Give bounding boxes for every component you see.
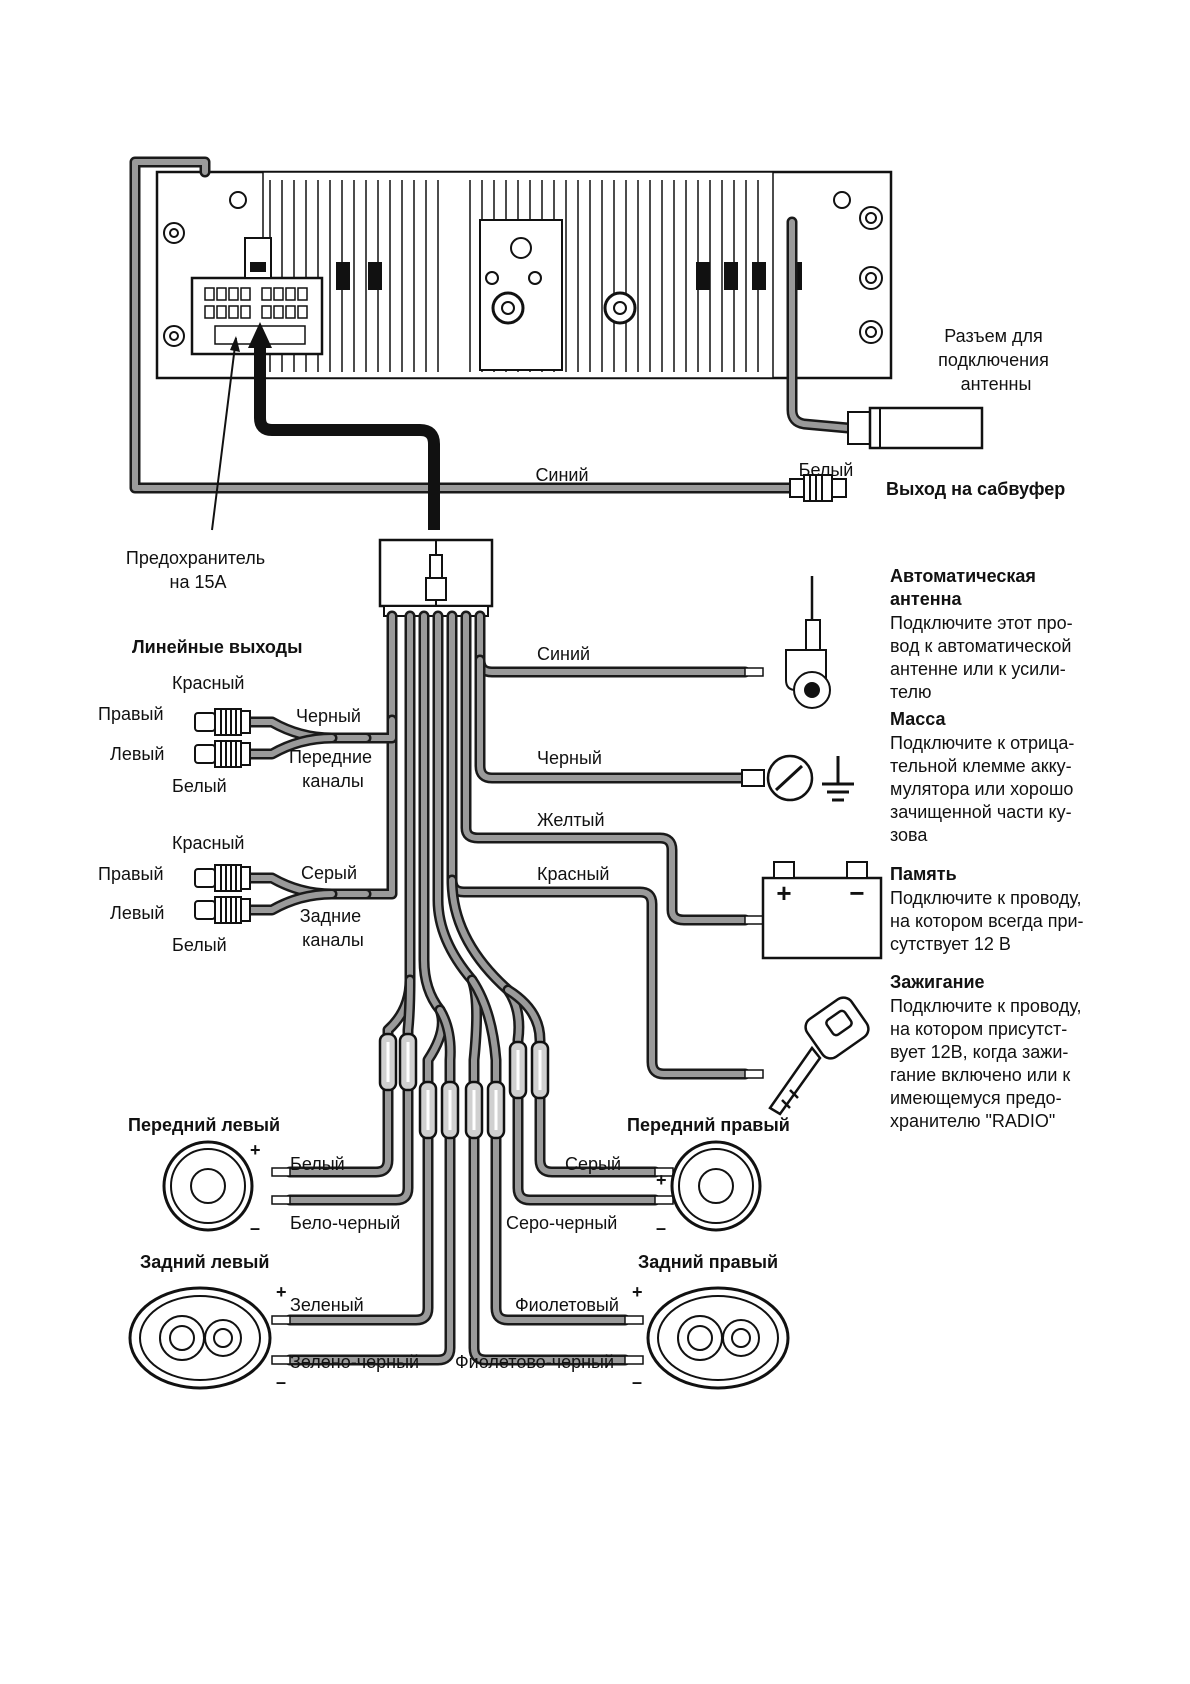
rear-wire-label: Серый <box>301 863 357 883</box>
rear-right-plus-wire: Фиолетовый <box>515 1295 619 1315</box>
subwoofer-title: Выход на сабвуфер <box>886 479 1065 499</box>
rl-plus-sign: + <box>276 1282 287 1302</box>
rr-plus-sign: + <box>632 1282 643 1302</box>
rear-right-speaker-title: Задний правый <box>638 1252 778 1272</box>
red-wire-label: Красный <box>537 864 609 884</box>
subwoofer-wire-right-label: Белый <box>799 460 854 480</box>
harness-cable <box>254 338 440 530</box>
front-left-plus-wire: Белый <box>290 1154 345 1174</box>
yellow-wire-label: Желтый <box>537 810 605 830</box>
wire-tips <box>271 667 764 1365</box>
rear-left-speaker-title: Задний левый <box>140 1252 269 1272</box>
blue-wire-label: Синий <box>537 644 590 664</box>
speaker-front-right-icon <box>670 1140 762 1232</box>
speaker-front-left-icon <box>162 1140 254 1232</box>
battery-minus-sign: − <box>849 878 864 908</box>
ignition-key-icon <box>768 996 870 1116</box>
front-top-color: Красный <box>172 673 244 693</box>
front-right-speaker-title: Передний правый <box>627 1115 790 1135</box>
rear-line-out-split <box>194 864 372 924</box>
subwoofer-rca-connector <box>789 474 847 502</box>
rr-minus-sign: – <box>632 1372 642 1392</box>
ignition-body: Подключите к проводу, на котором присутс… <box>890 996 1087 1131</box>
front-line-out-split <box>194 708 372 768</box>
auto-antenna-icon <box>785 576 831 709</box>
fl-plus-sign: + <box>250 1140 261 1160</box>
fuse-pointer <box>211 337 237 531</box>
antenna-connector-label: Разъем для подключения антенны <box>938 326 1054 394</box>
fuse-label: Предохранитель на 15А <box>126 548 270 592</box>
rear-right-label: Правый <box>98 864 164 884</box>
auto-antenna-title: Автоматическая антенна <box>890 566 1041 609</box>
rl-minus-sign: – <box>276 1372 286 1392</box>
front-right-label: Правый <box>98 704 164 724</box>
front-left-speaker-title: Передний левый <box>128 1115 280 1135</box>
harness-wires <box>284 610 751 1366</box>
front-right-minus-wire: Серо-черный <box>506 1213 617 1233</box>
fr-minus-sign: – <box>656 1218 666 1238</box>
harness-connector <box>378 538 494 617</box>
rear-left-label: Левый <box>110 903 164 923</box>
rear-top-color: Красный <box>172 833 244 853</box>
battery-icon: + − <box>761 861 883 960</box>
rear-left-plus-wire: Зеленый <box>290 1295 364 1315</box>
line-outputs-title: Линейные выходы <box>132 637 302 657</box>
fr-plus-sign: + <box>656 1170 667 1190</box>
rear-left-minus-wire: Зелено-черный <box>290 1352 419 1372</box>
memory-title: Память <box>890 864 957 884</box>
ignition-title: Зажигание <box>890 972 985 992</box>
auto-antenna-body: Подключите этот про- вод к автоматическо… <box>890 613 1078 702</box>
memory-body: Подключите к проводу, на котором всегда … <box>890 888 1089 954</box>
black-wire-label: Черный <box>537 748 602 768</box>
front-left-label: Левый <box>110 744 164 764</box>
rear-channels-label: Задние каналы <box>300 906 366 950</box>
head-unit-chassis <box>155 170 893 380</box>
fl-minus-sign: – <box>250 1218 260 1238</box>
rear-bottom-color: Белый <box>172 935 227 955</box>
ground-title: Масса <box>890 709 946 729</box>
front-wire-label: Черный <box>296 706 361 726</box>
ground-body: Подключите к отрица- тельной клемме акку… <box>890 733 1079 845</box>
battery-plus-sign: + <box>776 878 791 908</box>
front-left-minus-wire: Бело-черный <box>290 1213 400 1233</box>
rear-right-minus-wire: Фиолетово-черный <box>455 1352 614 1372</box>
front-bottom-color: Белый <box>172 776 227 796</box>
ground-icon <box>741 754 854 802</box>
speaker-rear-right-icon <box>646 1286 790 1390</box>
speaker-rear-left-icon <box>128 1286 272 1390</box>
antenna-connector <box>847 406 984 450</box>
front-channels-label: Передние каналы <box>289 747 377 791</box>
front-right-plus-wire: Серый <box>565 1154 621 1174</box>
subwoofer-wire-left-label: Синий <box>535 465 588 485</box>
